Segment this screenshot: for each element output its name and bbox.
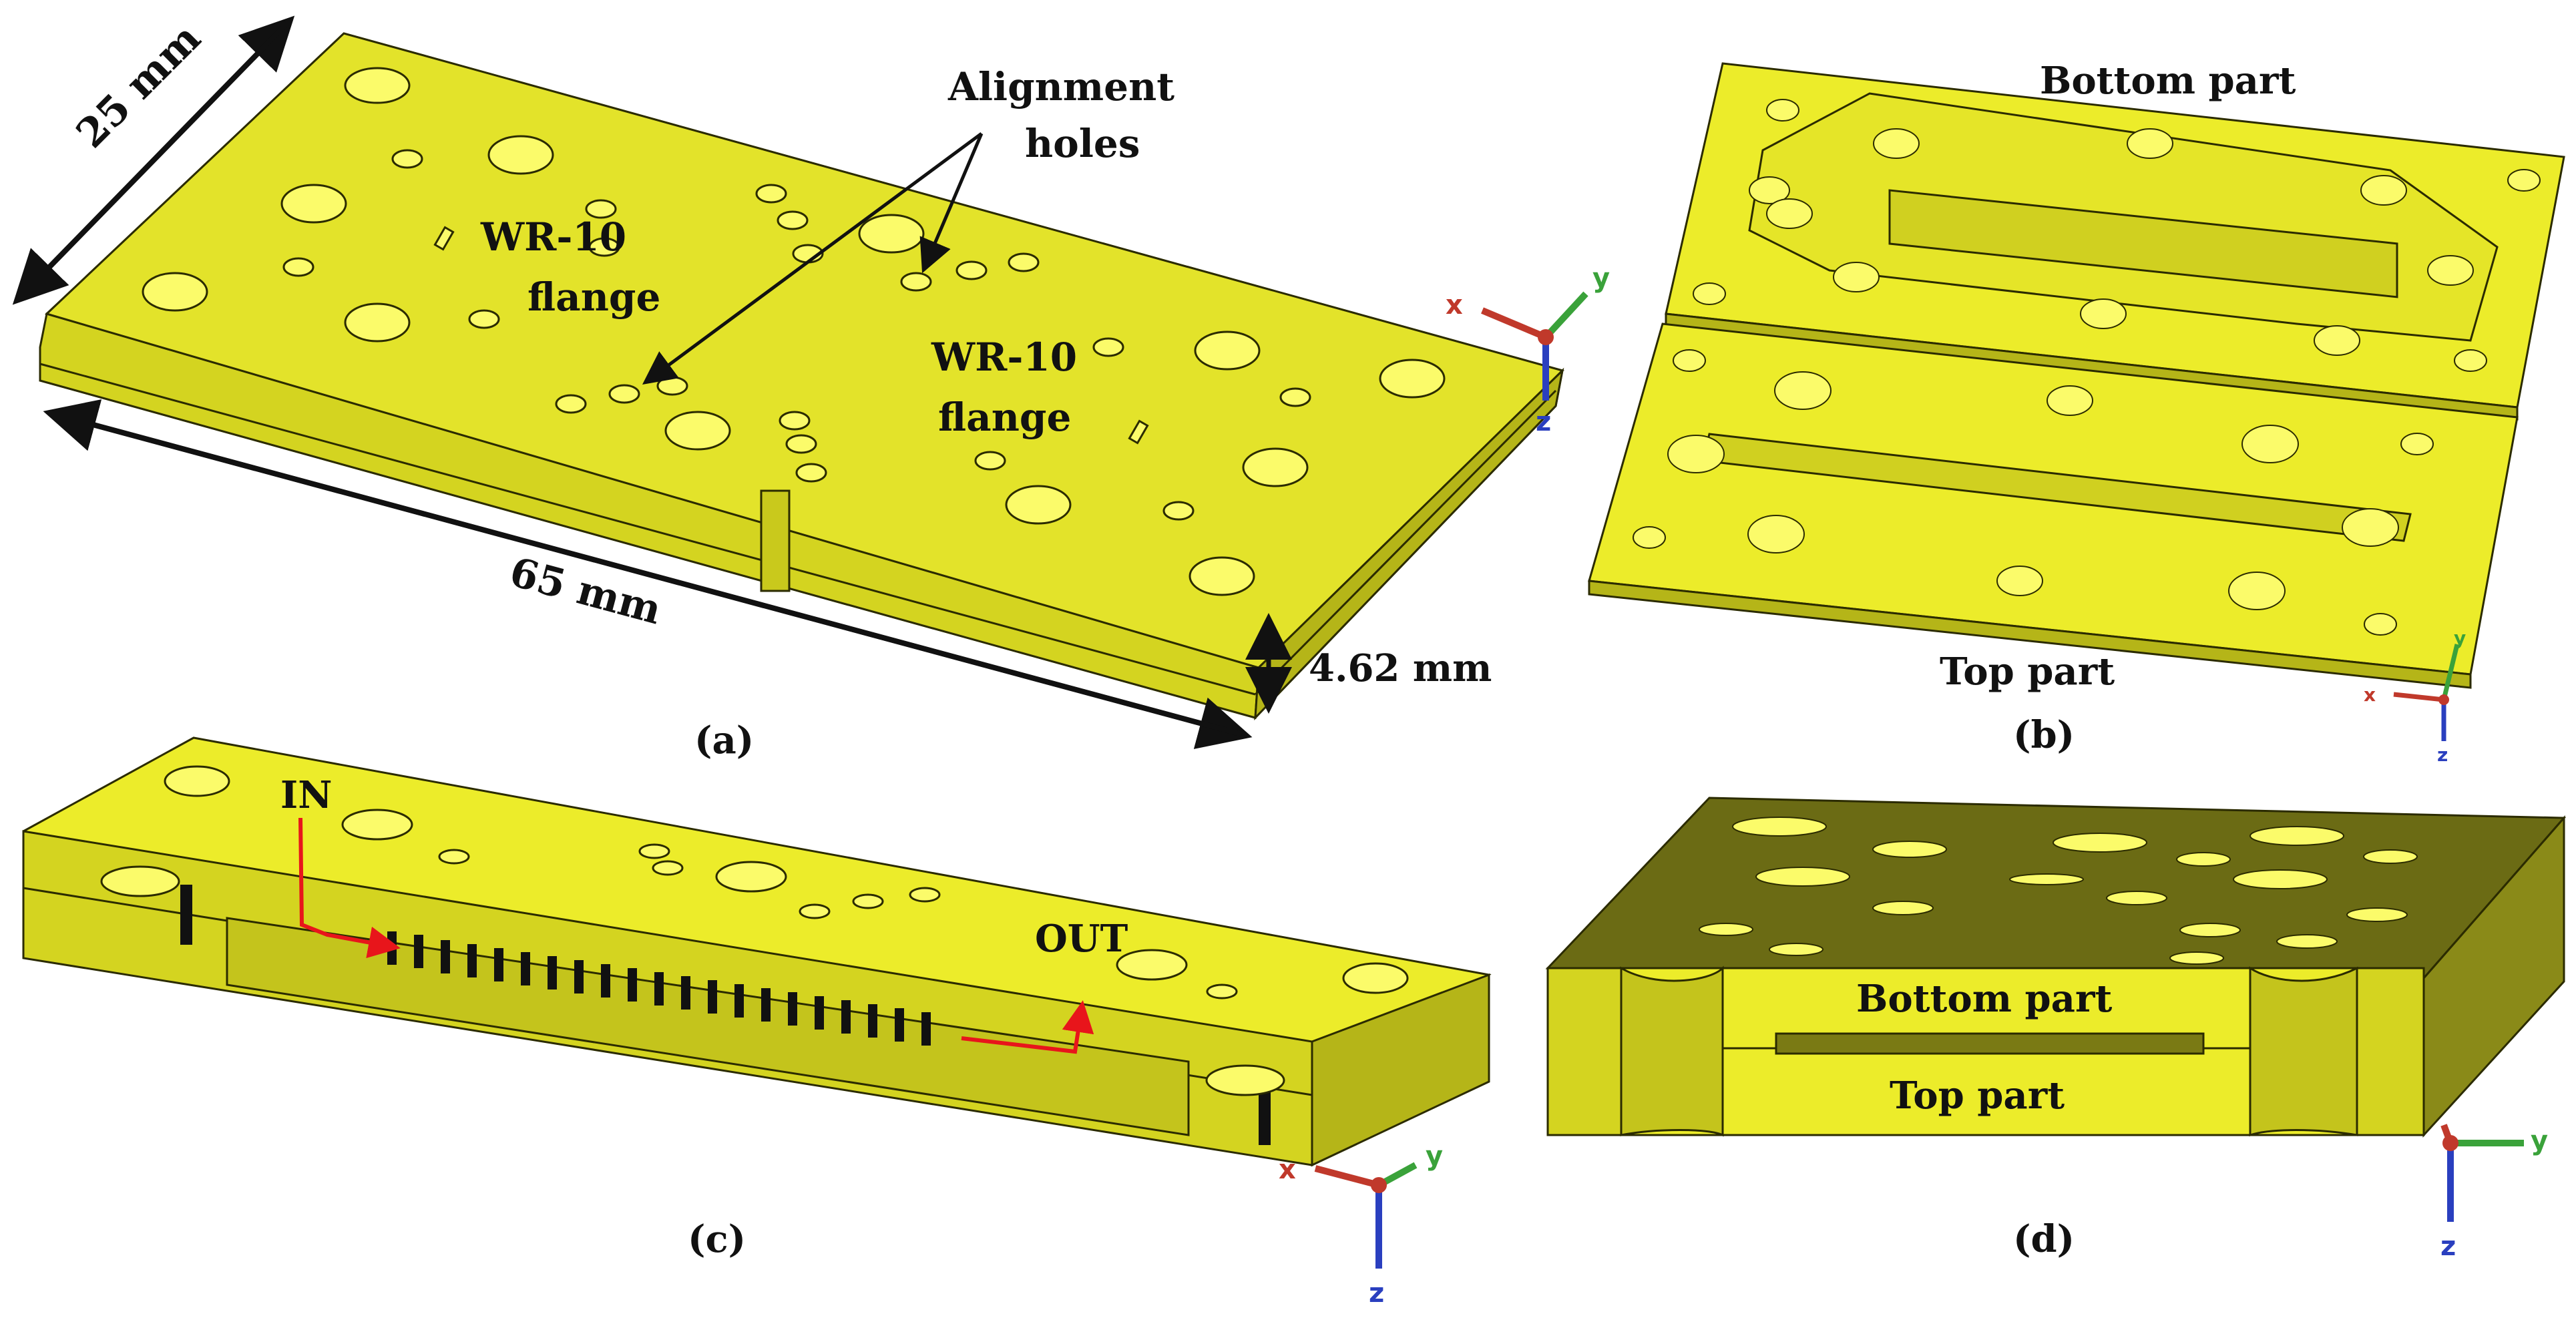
svg-text:x: x — [1279, 1154, 1296, 1185]
flange-left-label-1: WR-10 — [480, 214, 626, 260]
panel-a-waveguide-left — [433, 226, 455, 251]
svg-text:z: z — [1369, 1278, 1384, 1309]
svg-text:z: z — [2437, 744, 2448, 766]
signal-path-out — [961, 1000, 1094, 1054]
svg-text:y: y — [2531, 1126, 2548, 1156]
dim-length-label: 65 mm — [505, 549, 666, 634]
panel-a-waveguide-right — [1128, 419, 1149, 445]
svg-text:y: y — [1426, 1141, 1443, 1172]
panel-c-label-out: OUT — [1035, 917, 1128, 961]
flange-right-label-1: WR-10 — [931, 335, 1077, 380]
axis-triad-c: x y z — [1279, 1141, 1443, 1309]
panel-d-channel — [1775, 1032, 2205, 1055]
panel-a: 25 mm 65 mm 4.62 mm Alignment holes WR-1… — [12, 15, 1610, 762]
svg-text:z: z — [2440, 1231, 2456, 1262]
dim-width-label: 25 mm — [67, 15, 210, 158]
panel-a-holes — [142, 67, 1446, 596]
axis-triad-b: x y z — [2364, 627, 2466, 766]
panel-b-bottom-holes — [1693, 99, 2541, 372]
panel-d-label-bottom: Bottom part — [1856, 977, 2112, 1021]
alignment-arrow-right — [919, 133, 984, 274]
flange-left-label-2: flange — [527, 274, 660, 320]
panel-d-label-top: Top part — [1890, 1074, 2065, 1118]
panel-b-label-bottom: Bottom part — [2040, 59, 2296, 103]
panel-c: IN OUT x y z (c) — [22, 736, 1492, 1309]
caption-a: (a) — [694, 718, 754, 762]
panel-d: Bottom part Top part y z (d) — [1545, 797, 2567, 1262]
signal-path-in — [298, 817, 401, 959]
axis-x-label: x — [1446, 290, 1463, 320]
panel-c-holes — [100, 765, 1409, 1096]
alignment-label-2: holes — [1025, 121, 1140, 166]
alignment-label-1: Alignment — [947, 64, 1174, 109]
panel-b: Bottom part Top part x y z (b) — [1588, 59, 2565, 766]
axis-triad-a: x y z — [1446, 263, 1610, 437]
svg-text:x: x — [2364, 684, 2376, 706]
axis-triad-d: y z — [2440, 1124, 2548, 1262]
dim-thickness-label: 4.62 mm — [1309, 646, 1492, 690]
caption-c: (c) — [688, 1217, 746, 1261]
caption-b: (b) — [2013, 713, 2075, 757]
axis-y-label: y — [1592, 263, 1610, 294]
panel-b-top-holes — [1633, 349, 2434, 636]
svg-text:y: y — [2454, 627, 2466, 649]
panel-c-label-in: IN — [280, 773, 332, 817]
caption-d: (d) — [2013, 1217, 2075, 1261]
panel-c-slots — [180, 885, 1271, 1145]
alignment-arrow-left — [642, 132, 983, 385]
panel-d-holes — [1699, 817, 2418, 965]
panel-b-label-top: Top part — [1940, 650, 2115, 694]
axis-z-label: z — [1536, 407, 1551, 437]
flange-right-label-2: flange — [938, 395, 1071, 440]
